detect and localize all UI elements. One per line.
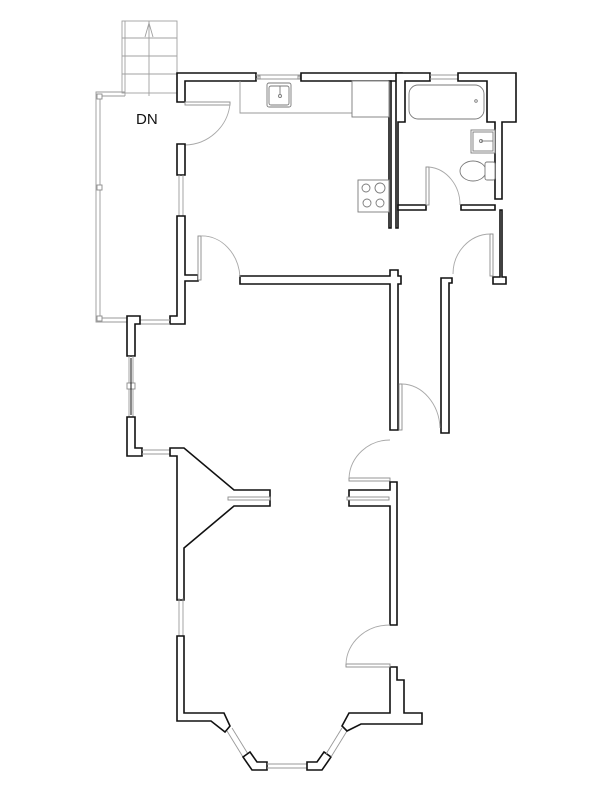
bay-window-right [325, 727, 348, 758]
bathtub [408, 84, 485, 120]
kitchen [169, 72, 403, 325]
bathroom-window [430, 74, 458, 80]
toilet [459, 160, 496, 182]
front-side-window [178, 598, 184, 636]
front-door [345, 624, 391, 668]
hallway [197, 233, 494, 434]
kitchen-window [256, 74, 301, 80]
back-door [184, 101, 231, 146]
kitchen-side-window [178, 175, 184, 216]
hall-side-door [452, 233, 494, 277]
kitchen-middle-door [197, 235, 241, 281]
bay-window-left [226, 727, 249, 758]
front-room [176, 598, 423, 771]
middle-window-side [126, 356, 136, 417]
stair-direction-label: DN [136, 111, 158, 128]
kitchen-sink [266, 82, 292, 108]
bay-window-front [267, 763, 307, 769]
bathroom-sink [470, 129, 496, 154]
back-deck [95, 91, 127, 323]
stairs-down [121, 20, 178, 96]
middle-room [126, 315, 271, 601]
middle-room-door [348, 439, 391, 482]
hall-door [398, 383, 441, 431]
bathroom-door [425, 166, 461, 206]
cooktop [357, 179, 390, 213]
middle-window-top [140, 319, 170, 325]
middle-window-bottom [142, 449, 170, 455]
bathroom [395, 72, 517, 285]
front-hall [346, 439, 398, 626]
